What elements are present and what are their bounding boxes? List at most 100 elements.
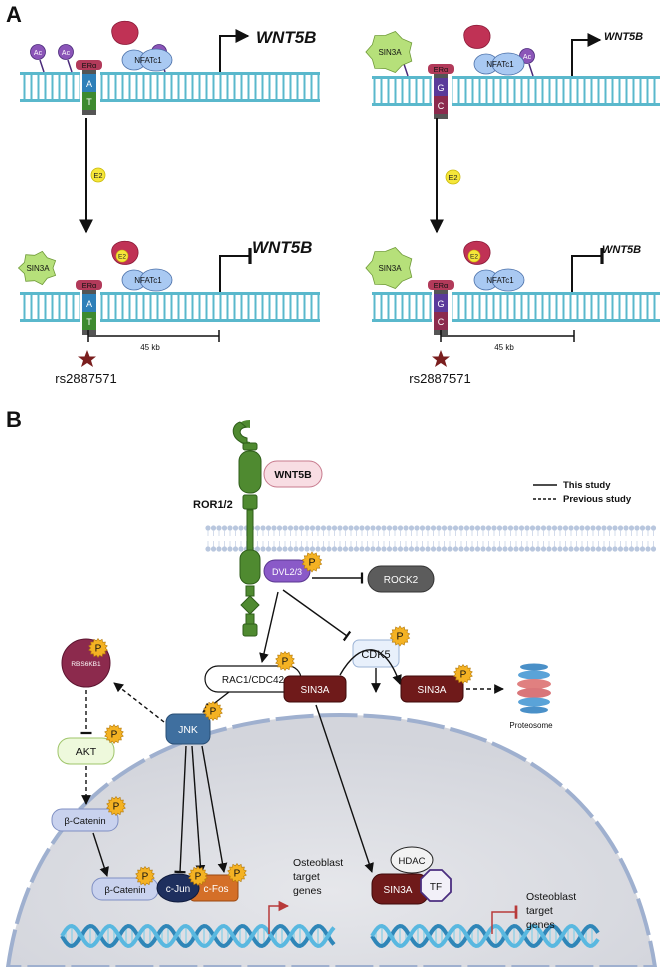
ror-label: ROR1/2	[193, 499, 233, 511]
phospho-label: P	[195, 872, 202, 883]
nfatc1-node	[491, 268, 525, 292]
nfatc1-label: NFATc1	[486, 60, 514, 69]
e2-ligand-label: E2	[470, 254, 478, 261]
gene-label-top-right: WNT5B	[604, 31, 643, 43]
snp-star-right	[432, 350, 450, 367]
snp-base-top: A	[86, 79, 92, 89]
rock2-label: ROCK2	[384, 575, 419, 586]
dna-helix-right	[370, 923, 600, 949]
bcat-cytoplasm-label: β-Catenin	[64, 816, 105, 827]
e2-ligand-label: E2	[118, 254, 126, 261]
legend: This study Previous study	[533, 480, 632, 505]
e2-transition-left: E2	[79, 118, 106, 234]
era-label: ERα	[434, 281, 449, 290]
e2-label-right: E2	[448, 173, 457, 182]
sin3a-cyto-node	[283, 675, 347, 703]
snp-base-top: G	[437, 299, 444, 309]
phospho-badge: P	[106, 795, 126, 817]
acetyl-label: Ac	[523, 54, 532, 61]
nfatc1-node	[139, 48, 173, 72]
phospho-badge: P	[227, 862, 247, 884]
legend-solid-label: This study	[563, 480, 611, 491]
estrogen-receptor-dimer	[463, 24, 491, 49]
distance-right: 45 kb rs2887571	[409, 330, 575, 386]
era-node	[76, 60, 102, 70]
snp-base-bottom: T	[86, 97, 92, 107]
snp-label-left: rs2887571	[55, 371, 116, 386]
e2-label-left: E2	[93, 171, 102, 180]
sin3a-label: SIN3A	[378, 264, 402, 273]
hdac-label: HDAC	[399, 856, 426, 867]
cjun-node	[156, 873, 200, 903]
distance-label-left: 45 kb	[140, 343, 160, 352]
phospho-label: P	[111, 730, 118, 741]
sin3a-label: SIN3A	[26, 264, 50, 273]
snp-base-top: G	[437, 83, 444, 93]
nfatc1-node	[491, 52, 525, 76]
phospho-label: P	[95, 644, 102, 655]
target-label-right: Osteoblast target genes	[526, 891, 579, 931]
phospho-label: P	[282, 657, 289, 668]
phospho-label: P	[234, 869, 241, 880]
e2-ligand	[467, 249, 481, 263]
cell-membrane	[205, 525, 657, 552]
gene-label-bottom-right: WNT5B	[602, 244, 641, 256]
phospho-label: P	[308, 557, 315, 569]
sin3a-corepressor	[17, 250, 57, 286]
gene-label-top-left: WNT5B	[256, 28, 316, 47]
era-label: ERα	[434, 65, 449, 74]
snp-base-top: A	[86, 299, 92, 309]
sin3a-phospho-node	[400, 675, 464, 703]
nucleus	[5, 712, 658, 967]
panel-b-label: B	[6, 407, 22, 432]
jnk-label: JNK	[178, 724, 198, 736]
era-node	[428, 280, 454, 290]
wnt5b-ligand	[263, 460, 323, 488]
bcat-nucleus-label: β-Catenin	[104, 885, 145, 896]
phospho-badge: P	[453, 663, 473, 685]
dvl-node	[263, 559, 311, 583]
e2-ligand	[115, 249, 129, 263]
rps6kb1-label: RBS6KB1	[71, 661, 101, 668]
era-label: ERα	[82, 61, 97, 70]
acetyl-label: Ac	[34, 50, 43, 57]
nfatc1-label: NFATc1	[486, 276, 514, 285]
sin3a-nucleus-label: SIN3A	[384, 885, 413, 896]
pathway-edges	[80, 572, 504, 877]
acetyl-label: Ac	[62, 50, 71, 57]
phospho-label: P	[113, 802, 120, 813]
dna-block-top-left: ATERαAcAcAcNFATc1	[20, 20, 320, 115]
sin3a-phospho-label: SIN3A	[418, 685, 447, 696]
phospho-badge: P	[301, 551, 323, 573]
sin3a-corepressor	[365, 31, 413, 73]
akt-node	[57, 737, 115, 765]
phospho-badge: P	[275, 650, 295, 672]
phospho-badge: P	[88, 637, 108, 659]
akt-label: AKT	[76, 746, 97, 758]
target-arrow-left	[268, 900, 290, 934]
dna-block-top-right: GCERαAcAcNFATc1SIN3A	[365, 24, 660, 119]
distance-left: 45 kb rs2887571	[55, 330, 220, 386]
legend-dashed-label: Previous study	[563, 494, 632, 505]
target-repress-right	[491, 905, 518, 934]
nfatc1-node	[139, 268, 173, 292]
acetyl-mark	[30, 44, 46, 60]
sin3a-label: SIN3A	[378, 48, 402, 57]
phospho-label: P	[460, 670, 467, 681]
gene-label-bottom-left: WNT5B	[252, 238, 312, 257]
cfos-label: c-Fos	[204, 884, 229, 895]
estrogen-receptor-dimer	[111, 20, 139, 45]
dna-helix-left	[60, 923, 336, 949]
tf-label: TF	[430, 882, 442, 893]
snp-label-right: rs2887571	[409, 371, 470, 386]
phospho-badge: P	[135, 865, 155, 887]
nfatc1-label: NFATc1	[134, 56, 162, 65]
era-label: ERα	[82, 281, 97, 290]
snp-base-bottom: T	[86, 317, 92, 327]
dvl-label: DVL2/3	[272, 567, 302, 577]
phospho-badge: P	[104, 723, 124, 745]
snp-base-bottom: C	[438, 101, 445, 111]
phospho-badge: P	[203, 700, 223, 722]
bcat-cytoplasm-node	[51, 808, 119, 832]
cjun-label: c-Jun	[166, 884, 190, 895]
